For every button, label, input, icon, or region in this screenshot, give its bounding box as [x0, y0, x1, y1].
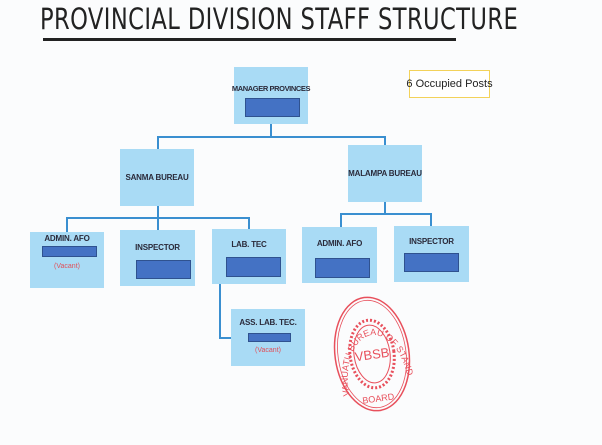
- node-malampa-admin-afo: ADMIN. AFO: [302, 227, 377, 283]
- connector: [157, 136, 386, 138]
- vacant-status: (Vacant): [255, 347, 281, 354]
- node-label: MALAMPA BUREAU: [348, 169, 422, 178]
- name-placeholder: [248, 333, 291, 342]
- name-placeholder: [136, 260, 191, 279]
- connector: [340, 213, 342, 227]
- node-label: MANAGER PROVINCES: [231, 84, 311, 93]
- node-sanma-ass-lab-tec: ASS. LAB. TEC. (Vacant): [231, 309, 305, 366]
- stamp-center-text: VBSB: [354, 345, 390, 365]
- name-placeholder: [226, 257, 281, 277]
- connector: [340, 213, 432, 215]
- name-placeholder: [245, 98, 300, 117]
- node-malampa-inspector: INSPECTOR: [394, 226, 469, 282]
- connector: [384, 136, 386, 145]
- connector: [384, 202, 386, 214]
- node-label: INSPECTOR: [409, 237, 454, 246]
- connector: [219, 337, 231, 339]
- node-manager-provinces: MANAGER PROVINCES: [232, 67, 311, 124]
- name-placeholder: [315, 258, 370, 278]
- connector: [219, 284, 221, 339]
- connector: [270, 124, 272, 137]
- vacant-status: (Vacant): [54, 263, 80, 270]
- node-label: LAB. TEC: [231, 240, 267, 249]
- stamp-bottom-text: BOARD: [362, 391, 396, 405]
- node-sanma-lab-tec: LAB. TEC: [212, 229, 286, 284]
- connector: [66, 217, 250, 219]
- page-title: PROVINCIAL DIVISION STAFF STRUCTURE: [40, 2, 519, 36]
- name-placeholder: [404, 253, 459, 272]
- connector: [248, 217, 250, 229]
- vbsb-stamp: VANUATU BUREAU OF STANDARDS BOARD VBSB: [330, 292, 414, 412]
- node-sanma-inspector: INSPECTOR: [120, 230, 195, 286]
- node-label: INSPECTOR: [135, 243, 180, 252]
- node-sanma-admin-afo: ADMIN. AFO (Vacant): [30, 232, 104, 288]
- node-label: ASS. LAB. TEC.: [239, 318, 297, 327]
- node-label: ADMIN. AFO: [44, 234, 90, 243]
- node-label: SANMA BUREAU: [125, 173, 189, 182]
- name-placeholder: [42, 246, 97, 257]
- title-underline: [43, 38, 456, 41]
- node-sanma-bureau: SANMA BUREAU: [120, 149, 194, 206]
- node-malampa-bureau: MALAMPA BUREAU: [348, 145, 422, 202]
- connector: [430, 213, 432, 226]
- connector: [66, 217, 68, 232]
- node-label: ADMIN. AFO: [316, 239, 363, 248]
- occupied-posts-note: 6 Occupied Posts: [406, 70, 493, 98]
- connector: [157, 136, 159, 149]
